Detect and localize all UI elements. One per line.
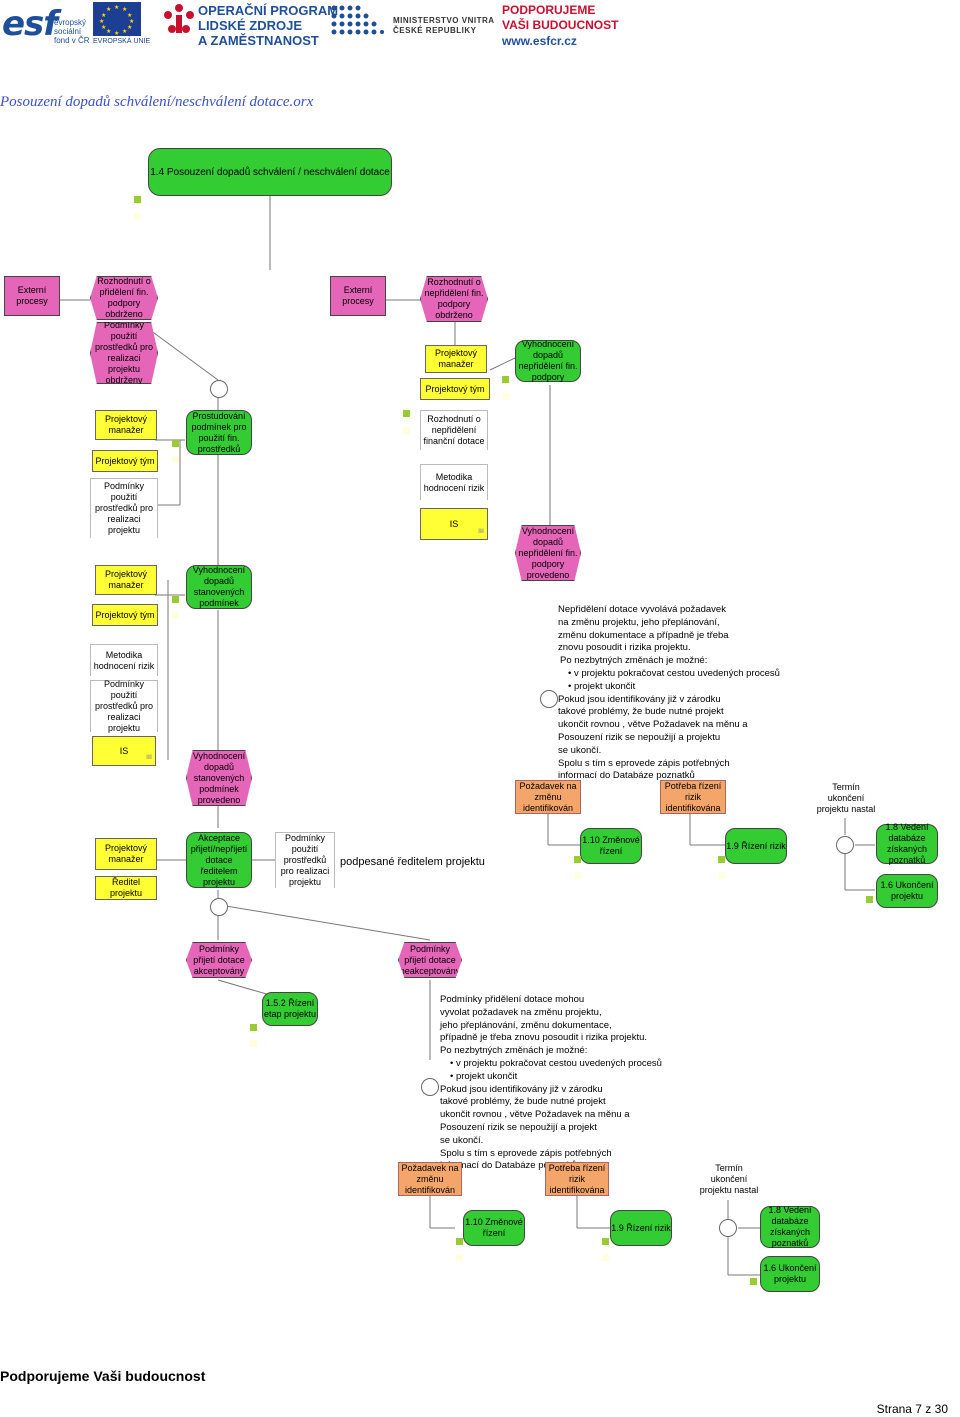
fn-rizeni-etap: 1.5.2 Řízení etap projektu — [262, 992, 318, 1026]
connector — [149, 329, 219, 381]
xor-operator — [421, 1078, 439, 1096]
event-prideleni: Rozhodnutí o přidělení fin. podpory obdr… — [90, 276, 158, 320]
esf-subtitle: evropský sociální fond v ČR — [54, 18, 90, 45]
goal-potreba-2: Potřeba řízení rizik identifikována — [545, 1162, 609, 1196]
note-1: Nepřidělení dotace vyvolává požadavek na… — [558, 604, 780, 782]
doc-icon — [172, 456, 179, 463]
xor-operator — [210, 380, 228, 398]
flag-icon — [134, 196, 141, 203]
event-akceptovany: Podmínky přijetí dotace akceptovány — [186, 942, 252, 978]
xor-operator — [719, 1219, 737, 1237]
doc-podminky-1: Podmínky použití prostředků pro realizac… — [90, 478, 158, 538]
doc-icon — [250, 1040, 257, 1047]
fn-ukonceni-1: 1.6 Ukončení projektu — [876, 874, 938, 908]
xor-operator — [836, 836, 854, 854]
fn-rizeni-rizik-2: 1.9 Řízení rizik — [610, 1210, 672, 1246]
goal-termin-1: Termín ukončení projektu nastal — [815, 778, 877, 818]
role-pm-2: Projektový manažer — [95, 410, 157, 440]
fn-rizeni-rizik-1: 1.9 Řízení rizik — [725, 828, 787, 864]
doc-icon — [574, 872, 581, 879]
fn-zmenove-2: 1.10 Změnové řízení — [463, 1210, 525, 1246]
flag-icon — [172, 440, 179, 447]
doc-icon — [602, 1254, 609, 1261]
event-neprideleni-provedeno: Vyhodnocení dopadů nepřidělení fin. podp… — [515, 525, 581, 581]
doc-icon — [134, 213, 141, 220]
role-pm-1: Projektový manažer — [425, 345, 487, 373]
fn-akceptace: Akceptace přijetí/nepřijetí dotace ředit… — [186, 832, 252, 888]
page-title: Posouzení dopadů schválení/neschválení d… — [0, 94, 314, 110]
fn-vedeni-databaze-1: 1.8 Vedení databáze získaných poznatků — [876, 822, 938, 865]
role-reditel: Ředitel projektu — [95, 876, 157, 900]
flag-icon — [866, 896, 873, 903]
flag-icon — [718, 856, 725, 863]
note-2: Podmínky přidělení dotace mohou vyvolat … — [440, 994, 662, 1172]
fn-vyhodnoceni-neprideleni: Vyhodnocení dopadů nepřidělení fin. podp… — [515, 339, 581, 382]
doc-icon — [403, 427, 410, 434]
connector — [489, 357, 516, 371]
op-title: OPERAČNÍ PROGRAM LIDSKÉ ZDROJE A ZAMĚSTN… — [198, 3, 339, 48]
flag-icon — [250, 1024, 257, 1031]
fn-zmenove-1: 1.10 Změnové řízení — [580, 828, 642, 864]
flag-icon — [602, 1238, 609, 1245]
xor-operator — [540, 690, 558, 708]
fn-ukonceni-2: 1.6 Ukončení projektu — [760, 1256, 820, 1292]
flag-icon — [172, 596, 179, 603]
flag-icon — [750, 1278, 757, 1285]
connector — [217, 979, 271, 996]
event-neprideleni: Rozhodnutí o nepřidělení fin. podpory ob… — [420, 276, 488, 322]
ministry-label: MINISTERSTVO VNITRA ČESKÉ REPUBLIKY — [393, 16, 495, 35]
doc-metodika-2: Metodika hodnocení rizik — [90, 644, 158, 676]
op-people-icon — [164, 4, 194, 33]
flag-icon — [502, 376, 509, 383]
doc-podminky-3: Podmínky použití prostředků pro realizac… — [275, 832, 335, 888]
eu-label: EVROPSKÁ UNIE — [93, 38, 151, 45]
ext-process-2: Externí procesy — [330, 276, 386, 316]
role-pt-2: Projektový tým — [92, 450, 158, 472]
main-function: 1.4 Posouzení dopadů schválení / neschvá… — [148, 148, 392, 196]
role-pt-3: Projektový tým — [92, 604, 158, 626]
footer-slogan: Podporujeme Vaši budoucnost — [0, 1368, 206, 1384]
doc-icon — [172, 612, 179, 619]
event-neakceptovany: Podmínky přijetí dotace neakceptovány — [398, 942, 462, 978]
page-number: Strana 7 z 30 — [876, 1402, 948, 1416]
goal-potreba-1: Potřeba řízení rizik identifikována — [660, 780, 726, 814]
flag-icon — [456, 1238, 463, 1245]
doc-metodika-1: Metodika hodnocení rizik — [420, 464, 488, 500]
fn-vedeni-databaze-2: 1.8 Vedení databáze získaných poznatků — [760, 1205, 820, 1248]
flag-icon — [403, 410, 410, 417]
ministry-dots-icon — [331, 5, 384, 35]
esf-logo: esf — [2, 4, 58, 44]
flag-icon — [574, 856, 581, 863]
fn-vyhodnoceni-podminek: Vyhodnocení dopadů stanovených podmínek — [186, 565, 252, 609]
doc-podminky-3-note: podpesané ředitelem projektu — [340, 856, 485, 868]
goal-pozadavek-1: Požadavek na změnu identifikován — [515, 780, 581, 814]
doc-podminky-2: Podmínky použití prostředků pro realizac… — [90, 679, 158, 733]
event-podminky-obdrzeny: Podmínky použití prostředků pro realizac… — [90, 322, 158, 384]
connector — [225, 905, 431, 941]
doc-icon — [718, 872, 725, 879]
event-podminek-provedeno: Vyhodnocení dopadů stanovených podmínek … — [186, 750, 252, 806]
eu-flag-icon: ★ ★ ★ ★ ★ ★ ★ ★ ★ ★ ★ ★ — [93, 2, 141, 37]
goal-pozadavek-2: Požadavek na změnu identifikován — [398, 1162, 462, 1196]
fn-prostudovani: Prostudování podmínek pro použití fin. p… — [186, 410, 252, 455]
ext-process-1: Externí procesy — [4, 276, 60, 316]
esf-url: www.esfcr.cz — [502, 34, 577, 48]
header: esf evropský sociální fond v ČR ★ ★ ★ ★ … — [0, 0, 960, 52]
doc-rozhodnuti: Rozhodnutí o nepřidělení finanční dotace — [420, 410, 488, 450]
doc-icon — [456, 1254, 463, 1261]
xor-operator — [210, 898, 228, 916]
goal-termin-2: Termín ukončení projektu nastal — [698, 1158, 760, 1200]
role-pt-1: Projektový tým — [420, 378, 490, 400]
role-pm-3: Projektový manažer — [95, 565, 157, 595]
doc-icon — [502, 393, 509, 400]
role-pm-4: Projektový manažer — [95, 838, 157, 870]
slogan: PODPORUJEME VAŠI BUDOUCNOST — [502, 3, 619, 32]
